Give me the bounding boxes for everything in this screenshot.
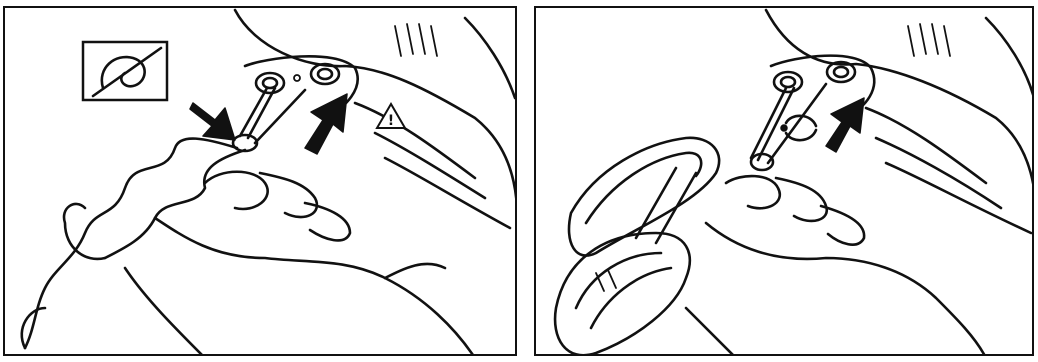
hand [125,172,475,356]
insert-arrow [826,98,864,152]
panel-insert-beater [534,6,1034,356]
warning-triangle: ! [377,104,405,129]
panel-insert-dough-hook: ! [3,6,517,356]
illustration-dough-hook: ! [5,8,517,356]
dough-hook [22,88,305,348]
lock-arrow [190,103,235,140]
illustration-beater [536,8,1034,356]
mixer-body [766,10,1034,233]
warning-symbol: ! [388,113,394,129]
hand [686,176,986,356]
dough-hook-symbol [83,42,167,100]
socket-pair [256,64,339,93]
insert-arrow [305,94,347,154]
